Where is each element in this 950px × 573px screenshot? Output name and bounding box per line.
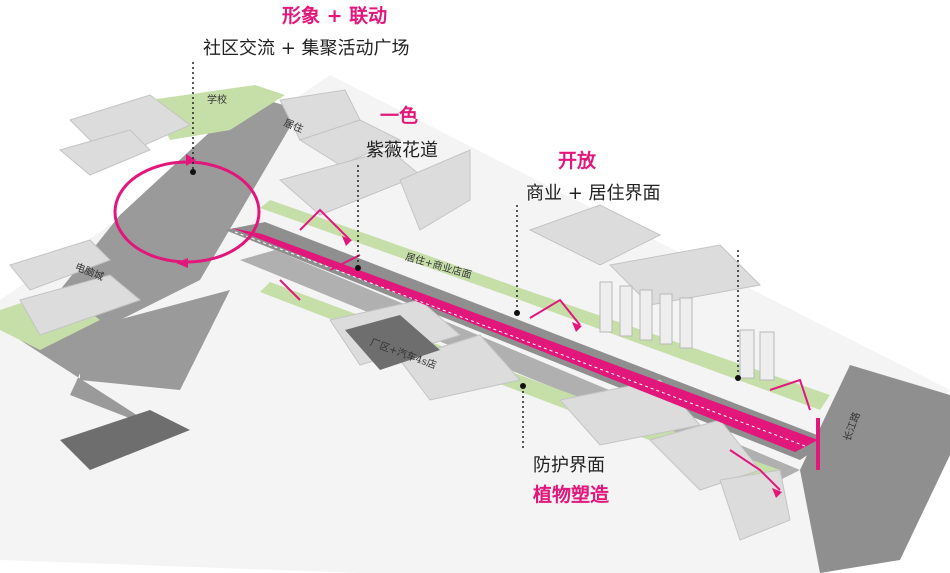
roundabout-arrow-b <box>176 258 188 268</box>
highrise-towers <box>599 281 775 381</box>
changjiang-road <box>800 365 950 573</box>
annotation-form-subtitle: 社区交流 + 集聚活动广场 <box>203 38 410 59</box>
annotation-color-subtitle: 紫薇花道 <box>366 140 438 161</box>
flow-arrows <box>279 208 811 491</box>
annotation-color-title: 一色 <box>380 105 419 127</box>
purple-flower-strip <box>232 228 818 452</box>
annotation-defense-title: 植物塑造 <box>533 484 610 506</box>
annotation-open-title: 开放 <box>558 150 597 172</box>
factory-block <box>345 315 440 370</box>
left-road-base <box>80 290 230 390</box>
annotation-defense-subtitle: 防护界面 <box>533 455 605 476</box>
annotation-form-title: 形象 + 联动 <box>282 5 388 27</box>
leader-dots <box>190 169 741 389</box>
corner-block <box>60 410 190 470</box>
greenbelt-top <box>260 200 830 410</box>
map-label-school: 学校 <box>207 95 227 106</box>
roundabout-arrow-a <box>186 154 196 166</box>
annotation-open-subtitle: 商业 + 居住界面 <box>526 183 661 204</box>
leader-lines <box>192 62 739 450</box>
